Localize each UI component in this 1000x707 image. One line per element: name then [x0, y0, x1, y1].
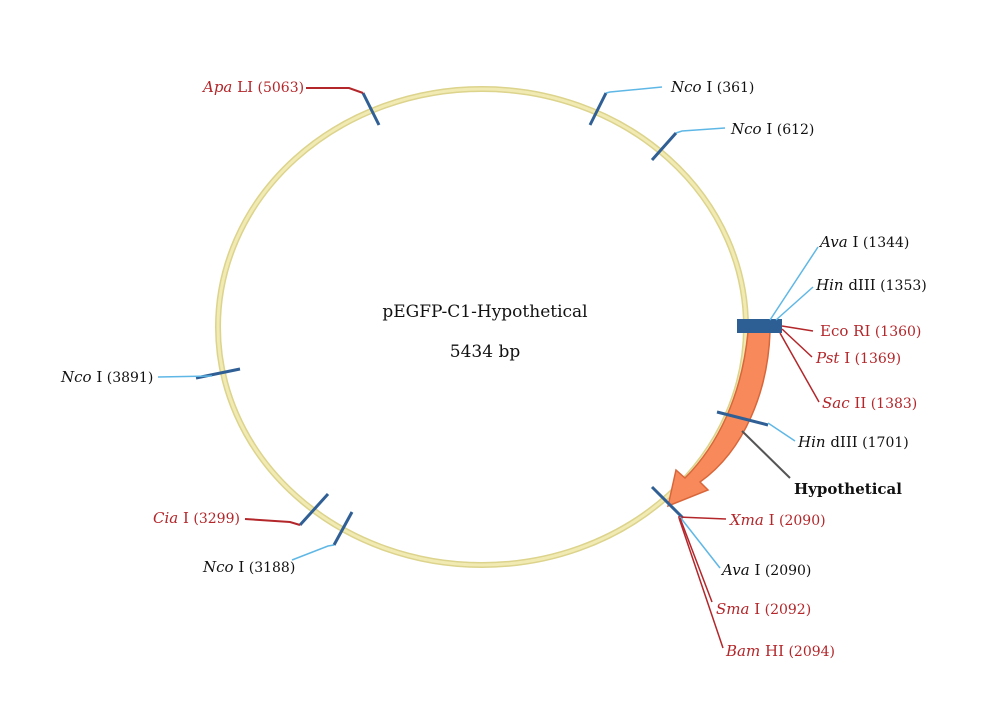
- site-suffix: I: [238, 558, 244, 576]
- site-suffix: dIII: [830, 433, 857, 451]
- leader-nco-3891: [157, 375, 213, 378]
- site-suffix: I: [769, 511, 775, 529]
- site-position: (2090): [760, 563, 811, 579]
- site-enzyme: Nco: [730, 120, 762, 138]
- tick-nco-361: [588, 92, 608, 126]
- site-label-cia-i-3299: Cia I (3299): [153, 509, 240, 527]
- site-position: (612): [772, 122, 814, 138]
- site-suffix: I: [183, 509, 189, 527]
- site-position: (1701): [858, 435, 909, 451]
- leader-sma-2092: [679, 517, 713, 603]
- leader-eco-1360: [781, 325, 814, 332]
- site-suffix: I: [754, 561, 760, 579]
- leader-pst-1369: [781, 328, 813, 358]
- site-position: (2092): [760, 602, 811, 618]
- leader-hind-1353: [775, 286, 814, 321]
- site-label-nco-i-3188: Nco I (3188): [202, 558, 295, 576]
- site-suffix: dIII: [848, 276, 875, 294]
- site-suffix: I: [754, 600, 760, 618]
- site-label-ava-i-2090: Ava I (2090): [720, 561, 811, 579]
- site-label-nco-i-361: Nco I (361): [670, 78, 754, 96]
- site-enzyme: Ava: [818, 233, 848, 251]
- site-label-hindiii-1353: Hin dIII (1353): [815, 276, 927, 294]
- site-suffix: I: [766, 120, 772, 138]
- site-suffix: HI: [765, 642, 784, 660]
- gene-label: Hypothetical: [794, 480, 902, 498]
- site-label-hindiii-1701: Hin dIII (1701): [797, 433, 909, 451]
- site-position: (1383): [866, 396, 917, 412]
- site-label-nco-i-3891: Nco I (3891): [60, 368, 153, 386]
- tick-apa-li: [361, 92, 381, 126]
- site-enzyme: Xma: [729, 511, 764, 529]
- leader-ava-2090: [679, 516, 721, 569]
- site-enzyme: Bam: [725, 642, 760, 660]
- site-suffix: I: [96, 368, 102, 386]
- site-position: (3299): [189, 511, 240, 527]
- plasmid-size: 5434 bp: [450, 342, 521, 362]
- site-label-eco-ri-1360: Eco RI (1360): [820, 322, 921, 340]
- site-position: (5063): [253, 80, 304, 96]
- leader-nco-361: [605, 86, 663, 94]
- tick-mcs2: [650, 485, 685, 520]
- site-enzyme: Sma: [716, 600, 749, 618]
- hypothetical-gene-arrow[interactable]: [666, 331, 771, 508]
- site-enzyme: Ava: [720, 561, 750, 579]
- site-enzyme: Nco: [60, 368, 92, 386]
- leader-nco-612: [675, 127, 726, 134]
- tick-nco-3188: [332, 511, 354, 546]
- site-label-nco-i-612: Nco I (612): [730, 120, 814, 138]
- site-suffix: Eco RI: [820, 322, 870, 340]
- tick-hind-1701: [716, 410, 769, 427]
- leader-hind-1701: [767, 422, 796, 442]
- site-enzyme: Apa: [201, 78, 232, 96]
- site-enzyme: Hin: [797, 433, 826, 451]
- leader-cia-3299: [244, 518, 301, 526]
- plasmid-name: pEGFP-C1-Hypothetical: [382, 302, 587, 322]
- leader-bam-2094: [678, 517, 724, 649]
- leader-ava-1344: [769, 246, 819, 321]
- site-position: (361): [712, 80, 754, 96]
- site-enzyme: Sac: [822, 394, 850, 412]
- site-enzyme: Pst: [815, 349, 840, 367]
- site-position: (3188): [244, 560, 295, 576]
- leader-apa-li: [306, 87, 364, 94]
- site-position: (3891): [102, 370, 153, 386]
- site-position: (1353): [876, 278, 927, 294]
- site-label-sma-i-2092: Sma I (2092): [716, 600, 811, 618]
- site-suffix: I: [844, 349, 850, 367]
- site-suffix: LI: [237, 78, 253, 96]
- leader-xma-2090: [677, 516, 727, 520]
- leader-nco-3188: [291, 544, 335, 561]
- site-label-apa-li-5063: Apa LI (5063): [201, 78, 304, 96]
- site-position: (1344): [858, 235, 909, 251]
- tick-cia-3299: [298, 492, 330, 527]
- site-position: (1360): [870, 324, 921, 340]
- tick-nco-612: [650, 132, 678, 161]
- leader-hypothetical: [741, 430, 791, 479]
- plasmid-backbone: [215, 86, 749, 568]
- site-label-ava-i-1344: Ava I (1344): [818, 233, 909, 251]
- site-enzyme: Hin: [815, 276, 844, 294]
- site-label-bam-hi-2094: Bam HI (2094): [725, 642, 835, 660]
- site-suffix: II: [854, 394, 866, 412]
- site-position: (2090): [775, 513, 826, 529]
- site-label-xma-i-2090: Xma I (2090): [729, 511, 826, 529]
- leader-sac-1383: [779, 332, 820, 403]
- site-enzyme: Cia: [153, 509, 178, 527]
- site-position: (2094): [784, 644, 835, 660]
- site-suffix: I: [706, 78, 712, 96]
- site-suffix: I: [852, 233, 858, 251]
- site-label-sac-ii-1383: Sac II (1383): [822, 394, 917, 412]
- site-position: (1369): [850, 351, 901, 367]
- site-enzyme: Nco: [670, 78, 702, 96]
- mcs-box: [737, 319, 782, 333]
- site-label-pst-i-1369: Pst I (1369): [815, 349, 901, 367]
- site-enzyme: Nco: [202, 558, 234, 576]
